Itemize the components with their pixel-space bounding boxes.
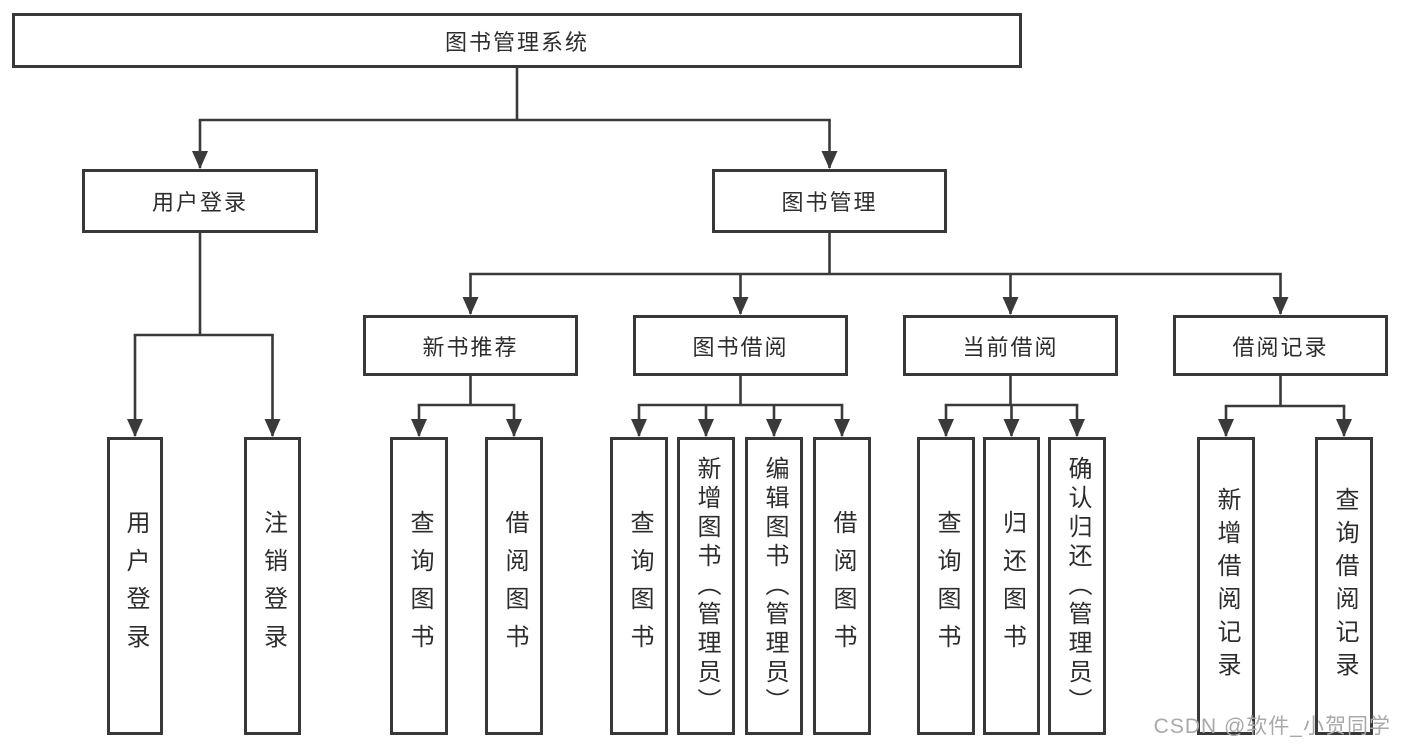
node-nb-query: 查询图书 bbox=[390, 437, 448, 735]
node-label: 借阅图书 bbox=[501, 510, 528, 662]
node-cb-confirm: 确认归还（管理员） bbox=[1048, 437, 1106, 735]
node-login: 用户登录 bbox=[107, 437, 163, 735]
watermark: CSDN @软件_小贺同学 bbox=[1153, 715, 1391, 738]
node-label: 确认归还（管理员） bbox=[1064, 455, 1091, 717]
node-bb-query: 查询图书 bbox=[610, 437, 668, 735]
node-user-login: 用户登录 bbox=[82, 169, 318, 233]
node-cb-query: 查询图书 bbox=[917, 437, 975, 735]
node-label: 用户登录 bbox=[122, 510, 149, 662]
node-label: 当前借阅 bbox=[962, 334, 1059, 360]
node-label: 用户登录 bbox=[151, 190, 248, 215]
node-label: 图书借阅 bbox=[692, 334, 789, 360]
node-bb-borrow: 借阅图书 bbox=[813, 437, 871, 735]
node-cb-return: 归还图书 bbox=[983, 437, 1040, 735]
node-label: 图书管理 bbox=[781, 190, 878, 215]
node-br-query: 查询借阅记录 bbox=[1315, 437, 1373, 735]
node-bb-edit: 编辑图书（管理员） bbox=[745, 437, 803, 735]
node-label: 查询借阅记录 bbox=[1331, 487, 1358, 685]
node-new-book-rec: 新书推荐 bbox=[363, 315, 578, 376]
node-label: 借阅图书 bbox=[829, 510, 856, 662]
node-label: 注销登录 bbox=[259, 510, 287, 662]
node-borrow-records: 借阅记录 bbox=[1173, 315, 1388, 376]
node-label: 新书推荐 bbox=[422, 334, 519, 360]
node-label: 新增借阅记录 bbox=[1213, 487, 1240, 685]
node-label: 图书管理系统 bbox=[444, 29, 589, 55]
node-label: 借阅记录 bbox=[1232, 334, 1329, 360]
node-label: 查询图书 bbox=[406, 510, 433, 662]
node-logout: 注销登录 bbox=[244, 437, 301, 735]
node-label: 编辑图书（管理员） bbox=[761, 455, 788, 717]
node-nb-borrow: 借阅图书 bbox=[485, 437, 543, 735]
node-current-borrow: 当前借阅 bbox=[903, 315, 1118, 376]
node-bb-add: 新增图书（管理员） bbox=[677, 437, 735, 735]
node-label: 查询图书 bbox=[626, 510, 653, 662]
node-label: 新增图书（管理员） bbox=[693, 455, 720, 717]
node-book-mgmt: 图书管理 bbox=[712, 169, 947, 233]
node-root: 图书管理系统 bbox=[12, 13, 1022, 68]
node-book-borrow: 图书借阅 bbox=[633, 315, 848, 376]
node-br-add: 新增借阅记录 bbox=[1197, 437, 1255, 735]
node-label: 归还图书 bbox=[998, 510, 1026, 662]
node-label: 查询图书 bbox=[933, 510, 960, 662]
